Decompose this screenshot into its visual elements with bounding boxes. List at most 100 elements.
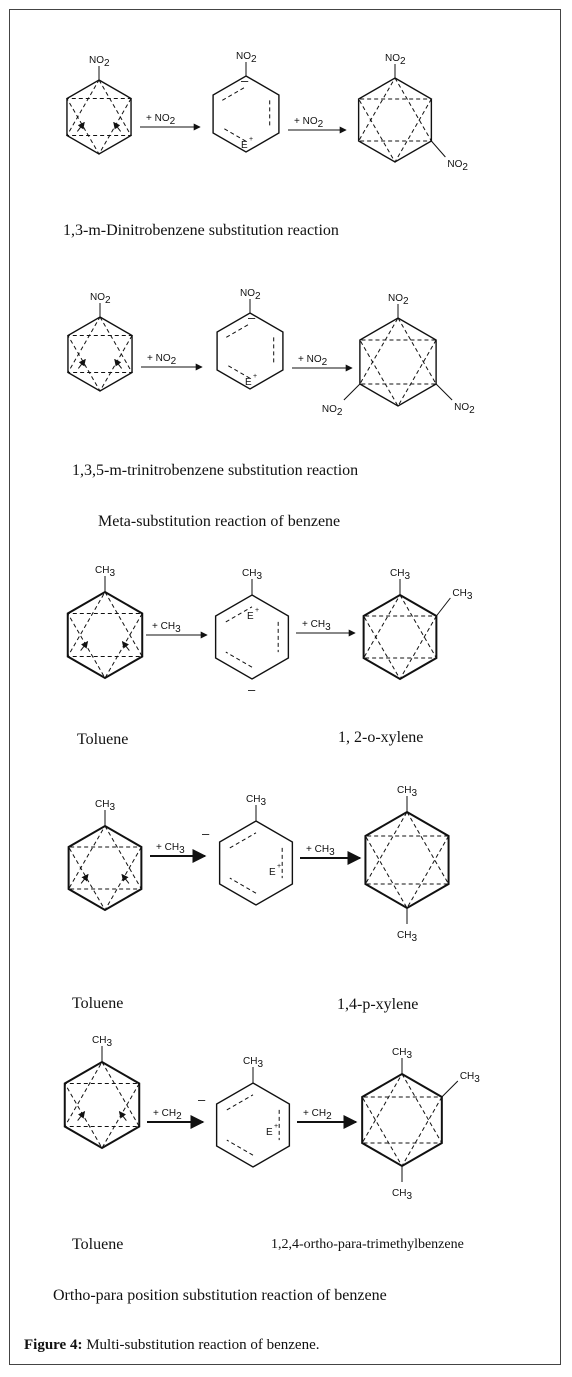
sigma-complex-3-partial-bond-3 <box>225 651 253 668</box>
toluene-3-shift-arrow-left <box>77 1111 86 1121</box>
sigma-complex-5-hexagon <box>215 1082 291 1168</box>
toluene-3-ch3-label: CH3 <box>92 1035 112 1049</box>
sigma-complex-3-electrophile-label: E <box>247 611 254 622</box>
sigma-complex-3-partial-bond-5 <box>225 606 253 623</box>
sigma-complex-1-electrophile-label: E <box>241 140 248 151</box>
toluene-2-shift-arrow-left <box>80 873 89 884</box>
dinitrobenzene-triangle-b <box>357 98 433 163</box>
toluene-3-shift-arrow-right <box>118 1111 127 1121</box>
sigma-complex-2-no2-label: NO2 <box>240 288 261 302</box>
dinitrobenzene-no2-b-bond <box>430 140 446 158</box>
figure-label: Figure 4: <box>24 1337 83 1353</box>
nitrobenzene-1-shift-arrow-left <box>76 121 85 132</box>
sigma-complex-4-electrophile-label: E <box>269 867 276 878</box>
trinitrobenzene-hexagon <box>359 317 437 407</box>
nitrobenzene-1-triangle-a <box>66 78 132 136</box>
o-xylene-triangle-a <box>362 594 438 659</box>
trinitrobenzene-no2-b-bond <box>435 383 453 401</box>
trimethylbenzene-ch3-c-label: CH3 <box>392 1188 412 1202</box>
trinitrobenzene-no2-c-bond <box>343 383 361 401</box>
caption-toluene-3: Toluene <box>72 1236 124 1253</box>
sigma-complex-3-ch3-label: CH3 <box>242 568 262 582</box>
step1a-reagent: + NO2 <box>146 113 176 127</box>
step2a-reagent: + NO2 <box>147 353 177 367</box>
caption-trinitrobenzene: 1,3,5-m-trinitrobenzene substitution rea… <box>72 462 359 479</box>
caption-trimethylbenzene: 1,2,4-ortho-para-trimethylbenzene <box>271 1237 464 1252</box>
sigma-complex-2-negative-charge: – <box>248 310 256 325</box>
sigma-complex-2-partial-bond-5 <box>226 323 251 338</box>
sigma-complex-2-hexagon <box>216 312 284 390</box>
step4a-reagent: + CH3 <box>156 842 185 856</box>
sigma-complex-4-electrophile-charge: + <box>277 863 281 870</box>
trimethylbenzene-triangle-b <box>361 1096 443 1168</box>
sigma-complex-4-partial-bond-3 <box>229 877 257 894</box>
sigma-complex-1-hexagon <box>212 75 280 153</box>
sigma-complex-4-partial-bond-5 <box>229 832 257 849</box>
sigma-complex-5-negative-charge: – <box>198 1092 206 1107</box>
sigma-complex-4-hexagon <box>218 820 294 906</box>
nitrobenzene-1-no2-label: NO2 <box>89 55 110 69</box>
dinitrobenzene-no2-a-label: NO2 <box>385 53 406 67</box>
o-xylene-hexagon <box>362 593 438 681</box>
dinitro-start-triangle-b <box>67 335 133 393</box>
sigma-complex-4-ch3-label: CH3 <box>246 794 266 808</box>
toluene-1-shift-arrow-left <box>80 641 89 651</box>
p-xylene-ch3-a-label: CH3 <box>397 785 417 799</box>
sigma-complex-2-electrophile-label: E <box>245 377 252 388</box>
o-xylene-triangle-b <box>362 615 438 680</box>
sigma-complex-5-electrophile-charge: + <box>274 1123 278 1130</box>
sigma-complex-4-negative-charge: – <box>202 826 210 841</box>
step4b-reagent: + CH3 <box>306 844 335 858</box>
trimethylbenzene-triangle-a <box>361 1072 443 1144</box>
sigma-complex-3-hexagon <box>214 594 290 680</box>
dinitrobenzene-no2-b-label: NO2 <box>447 159 468 173</box>
step3b-reagent: + CH3 <box>302 619 331 633</box>
sigma-complex-3-negative-charge: – <box>248 682 256 697</box>
trinitrobenzene-no2-a-label: NO2 <box>388 293 409 307</box>
toluene-2-triangle-a <box>67 824 143 890</box>
step1b-reagent: + NO2 <box>294 116 324 130</box>
o-xylene-ch3-b-label: CH3 <box>452 588 472 602</box>
trinitrobenzene-no2-c-label: NO2 <box>322 404 343 418</box>
trimethylbenzene-hexagon <box>361 1072 443 1168</box>
trinitrobenzene-triangle-a <box>359 316 437 385</box>
caption-toluene-2: Toluene <box>72 995 124 1012</box>
sigma-complex-2-partial-bond-3 <box>226 364 251 379</box>
toluene-1-triangle-b <box>66 613 144 680</box>
p-xylene-triangle-a <box>364 810 450 885</box>
trimethylbenzene-ch3-a-label: CH3 <box>392 1047 412 1061</box>
nitrobenzene-1-shift-arrow-right <box>113 121 122 132</box>
figure-caption: Figure 4: Multi-substitution reaction of… <box>24 1337 320 1354</box>
caption-ortho-para-substitution: Ortho-para position substitution reactio… <box>53 1287 387 1304</box>
dinitro-start-shift-arrow-left <box>77 358 86 369</box>
p-xylene-triangle-b <box>364 835 450 910</box>
sigma-complex-1-partial-bond-5 <box>222 86 247 101</box>
nitrobenzene-1-triangle-b <box>66 98 132 156</box>
figure-frame <box>9 9 561 1365</box>
toluene-1-hexagon <box>66 590 144 680</box>
dinitro-start-hexagon <box>67 316 133 392</box>
caption-o-xylene: 1, 2-o-xylene <box>338 729 424 746</box>
step5b-reagent: + CH2 <box>303 1108 332 1122</box>
o-xylene-ch3-b-bond <box>435 597 451 617</box>
dinitro-start-triangle-a <box>67 315 133 373</box>
nitrobenzene-1-hexagon <box>66 79 132 155</box>
o-xylene-ch3-a-label: CH3 <box>390 568 410 582</box>
trinitrobenzene-no2-b-label: NO2 <box>454 402 475 416</box>
toluene-1-triangle-a <box>66 590 144 657</box>
toluene-3-triangle-b <box>63 1083 141 1150</box>
figure-text: Multi-substitution reaction of benzene. <box>86 1337 320 1353</box>
sigma-complex-2-electrophile-charge: + <box>253 373 257 380</box>
toluene-2-triangle-b <box>67 846 143 912</box>
step2b-reagent: + NO2 <box>298 354 328 368</box>
dinitro-start-no2-label: NO2 <box>90 292 111 306</box>
sigma-complex-5-partial-bond-5 <box>226 1094 254 1111</box>
sigma-complex-1-electrophile-charge: + <box>249 136 253 143</box>
p-xylene-ch3-b-label: CH3 <box>397 930 417 944</box>
sigma-complex-5-ch3-label: CH3 <box>243 1056 263 1070</box>
step5a-reagent: + CH2 <box>153 1108 182 1122</box>
toluene-2-shift-arrow-right <box>121 873 130 884</box>
trinitrobenzene-triangle-b <box>359 339 437 408</box>
sigma-complex-1-partial-bond-3 <box>222 127 247 142</box>
